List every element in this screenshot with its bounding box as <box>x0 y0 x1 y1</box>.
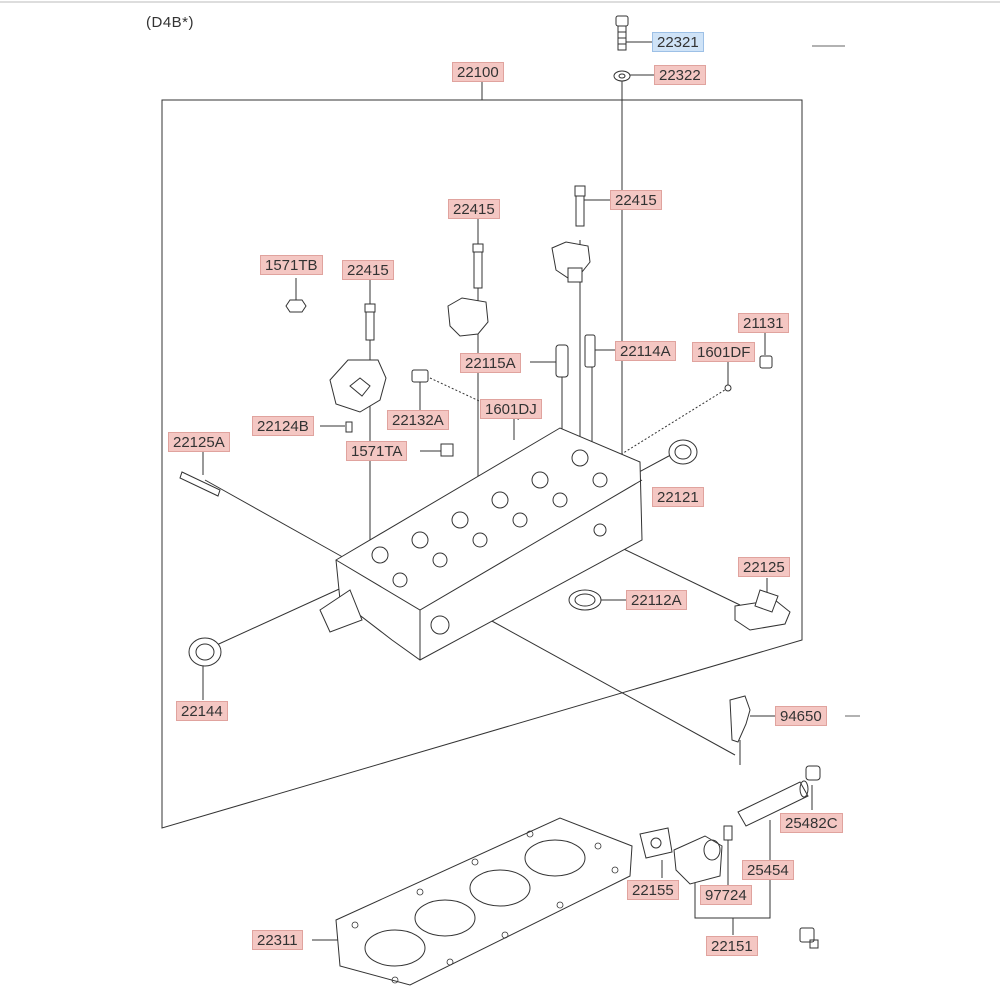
leader-94650-diag <box>489 619 736 756</box>
part-label-22124B[interactable]: 22124B <box>252 416 314 436</box>
part-label-1601DF[interactable]: 1601DF <box>692 342 756 362</box>
part-label-1571TA[interactable]: 1571TA <box>346 441 408 461</box>
part-label-22100[interactable]: 22100 <box>452 62 504 82</box>
plug-1571TA <box>440 443 454 457</box>
bracket-upper-right <box>551 241 591 283</box>
bolt-97724 <box>723 825 733 841</box>
guide-22114A <box>584 334 596 368</box>
cylinder-head-block <box>319 427 643 661</box>
bolt-lower-right <box>799 927 819 949</box>
bracket-middle <box>447 297 489 337</box>
part-label-22321[interactable]: 22321 <box>652 32 704 52</box>
stud-22415-b <box>472 243 484 289</box>
variant-label: (D4B*) <box>146 14 195 31</box>
bolt-22321 <box>615 15 629 51</box>
fitting-22125 <box>734 589 791 631</box>
leader-22125-diag <box>604 539 741 606</box>
part-label-22144[interactable]: 22144 <box>176 701 228 721</box>
part-label-22311[interactable]: 22311 <box>252 930 303 950</box>
part-label-22155[interactable]: 22155 <box>627 880 679 900</box>
part-label-21131[interactable]: 21131 <box>738 313 789 333</box>
head-gasket-22311 <box>335 817 633 986</box>
part-label-22415-c[interactable]: 22415 <box>610 190 662 210</box>
leader-22125A-diag <box>204 479 349 561</box>
part-label-22125A[interactable]: 22125A <box>168 432 230 452</box>
sensor-94650 <box>729 695 751 743</box>
guide-22115A <box>555 344 569 378</box>
part-label-1601DJ[interactable]: 1601DJ <box>480 399 542 419</box>
part-label-25454[interactable]: 25454 <box>742 860 794 880</box>
seal-22144 <box>188 637 222 667</box>
part-label-22415-b[interactable]: 22415 <box>448 199 500 219</box>
clamp-25482C <box>805 765 821 781</box>
stud-22415-a <box>364 303 376 341</box>
part-label-22415-a[interactable]: 22415 <box>342 260 394 280</box>
part-label-97724[interactable]: 97724 <box>700 885 752 905</box>
part-label-22132A[interactable]: 22132A <box>387 410 449 430</box>
washer-22322 <box>613 70 631 82</box>
part-label-25482C[interactable]: 25482C <box>780 813 843 833</box>
gasket-22112A <box>568 589 602 611</box>
part-label-22121[interactable]: 22121 <box>652 487 704 507</box>
leader-22144-diag <box>209 584 349 649</box>
dowel-1601DF <box>724 384 732 392</box>
nut-1571TB <box>285 299 307 313</box>
part-label-22125[interactable]: 22125 <box>738 557 790 577</box>
assembly-frame <box>161 99 803 829</box>
part-label-22115A[interactable]: 22115A <box>460 353 521 373</box>
part-label-1571TB[interactable]: 1571TB <box>260 255 323 275</box>
cam-journals <box>371 449 608 635</box>
bolt-21131 <box>759 355 773 369</box>
part-label-22151[interactable]: 22151 <box>706 936 758 956</box>
part-label-22114A[interactable]: 22114A <box>615 341 676 361</box>
part-label-94650[interactable]: 94650 <box>775 706 827 726</box>
part-label-22322[interactable]: 22322 <box>654 65 706 85</box>
leader-1601DF-diag <box>611 387 729 461</box>
pin-22124B <box>345 421 353 433</box>
pipe-25454 <box>737 780 809 827</box>
gasket-22155 <box>639 827 673 859</box>
seal-22121 <box>668 439 698 465</box>
stud-22415-c <box>574 185 586 227</box>
stud-22125A <box>179 471 221 497</box>
part-label-22112A[interactable]: 22112A <box>626 590 687 610</box>
bracket-left <box>329 359 387 413</box>
housing-22151 <box>673 835 723 885</box>
leader-22132A-diag <box>429 377 521 421</box>
bolt-22132A <box>411 369 429 383</box>
